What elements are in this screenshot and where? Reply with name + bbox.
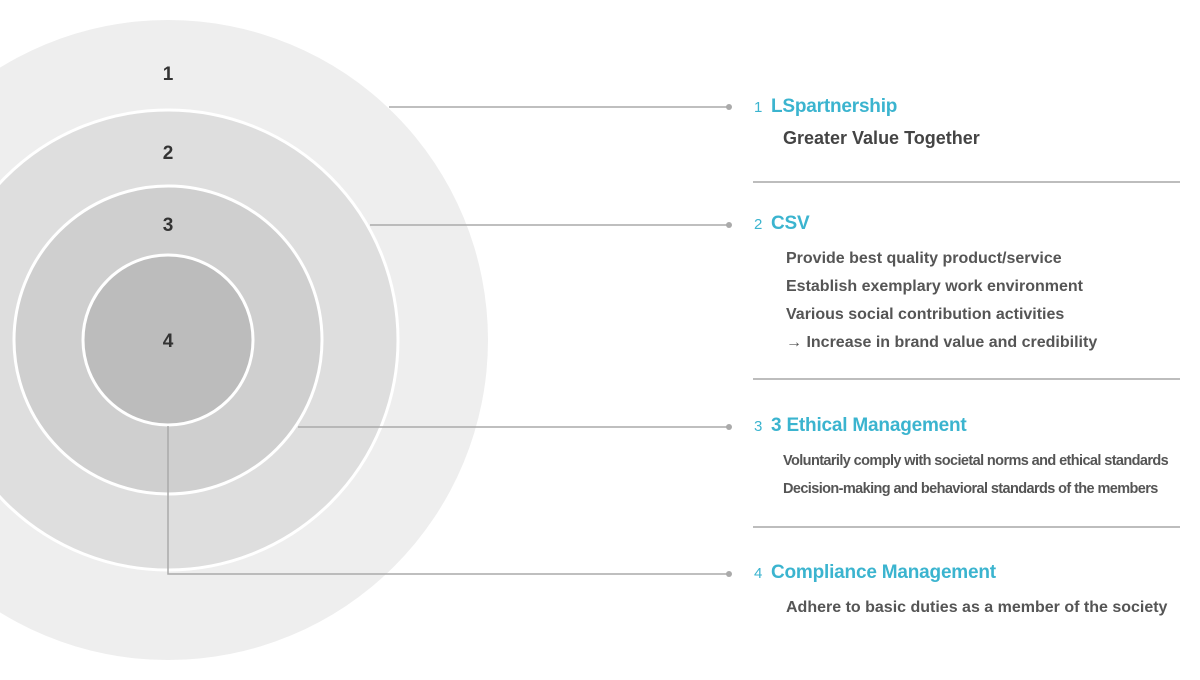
connector-dot-1: [726, 104, 732, 110]
section-number: 1: [754, 99, 763, 116]
section-number: 2: [754, 216, 763, 233]
section-title: Compliance Management: [771, 562, 996, 583]
section-divider: [753, 378, 1180, 380]
section-number: 4: [754, 565, 763, 582]
section-ethical-management: 3 3 Ethical Management Voluntarily compl…: [754, 415, 1180, 503]
section-divider: [753, 526, 1180, 528]
connector-line-4: [167, 426, 729, 575]
connector-dot-2: [726, 222, 732, 228]
section-title: 3 Ethical Management: [771, 415, 967, 436]
section-header: 3 3 Ethical Management: [754, 415, 1180, 437]
ring-number-4: 4: [163, 331, 174, 352]
ring-number-3: 3: [163, 215, 174, 236]
section-line: Greater Value Together: [783, 128, 980, 148]
section-line: → Increase in brand value and credibilit…: [786, 334, 1098, 351]
section-compliance-management: 4 Compliance Management Adhere to basic …: [754, 562, 1180, 622]
section-header: 1 LSpartnership: [754, 96, 1180, 118]
connector-dot-4: [726, 571, 732, 577]
section-lspartnership: 1 LSpartnership Greater Value Together: [754, 96, 1180, 152]
ring-4: [81, 253, 255, 427]
ring-number-1: 1: [163, 64, 174, 85]
section-divider: [753, 181, 1180, 183]
section-csv: 2 CSV Provide best quality product/servi…: [754, 213, 1180, 357]
section-line: Decision-making and behavioral standards…: [783, 481, 1158, 497]
section-line: Voluntarily comply with societal norms a…: [783, 453, 1169, 469]
section-line: Establish exemplary work environment: [786, 278, 1083, 295]
section-title: LSpartnership: [771, 96, 898, 117]
section-header: 2 CSV: [754, 213, 1180, 235]
section-number: 3: [754, 418, 763, 435]
section-line: Adhere to basic duties as a member of th…: [786, 599, 1168, 616]
section-line: Provide best quality product/service: [786, 250, 1062, 267]
section-header: 4 Compliance Management: [754, 562, 1180, 584]
section-line: Various social contribution activities: [786, 306, 1065, 323]
section-title: CSV: [771, 213, 810, 234]
connector-dot-3: [726, 424, 732, 430]
ring-number-2: 2: [163, 143, 174, 164]
